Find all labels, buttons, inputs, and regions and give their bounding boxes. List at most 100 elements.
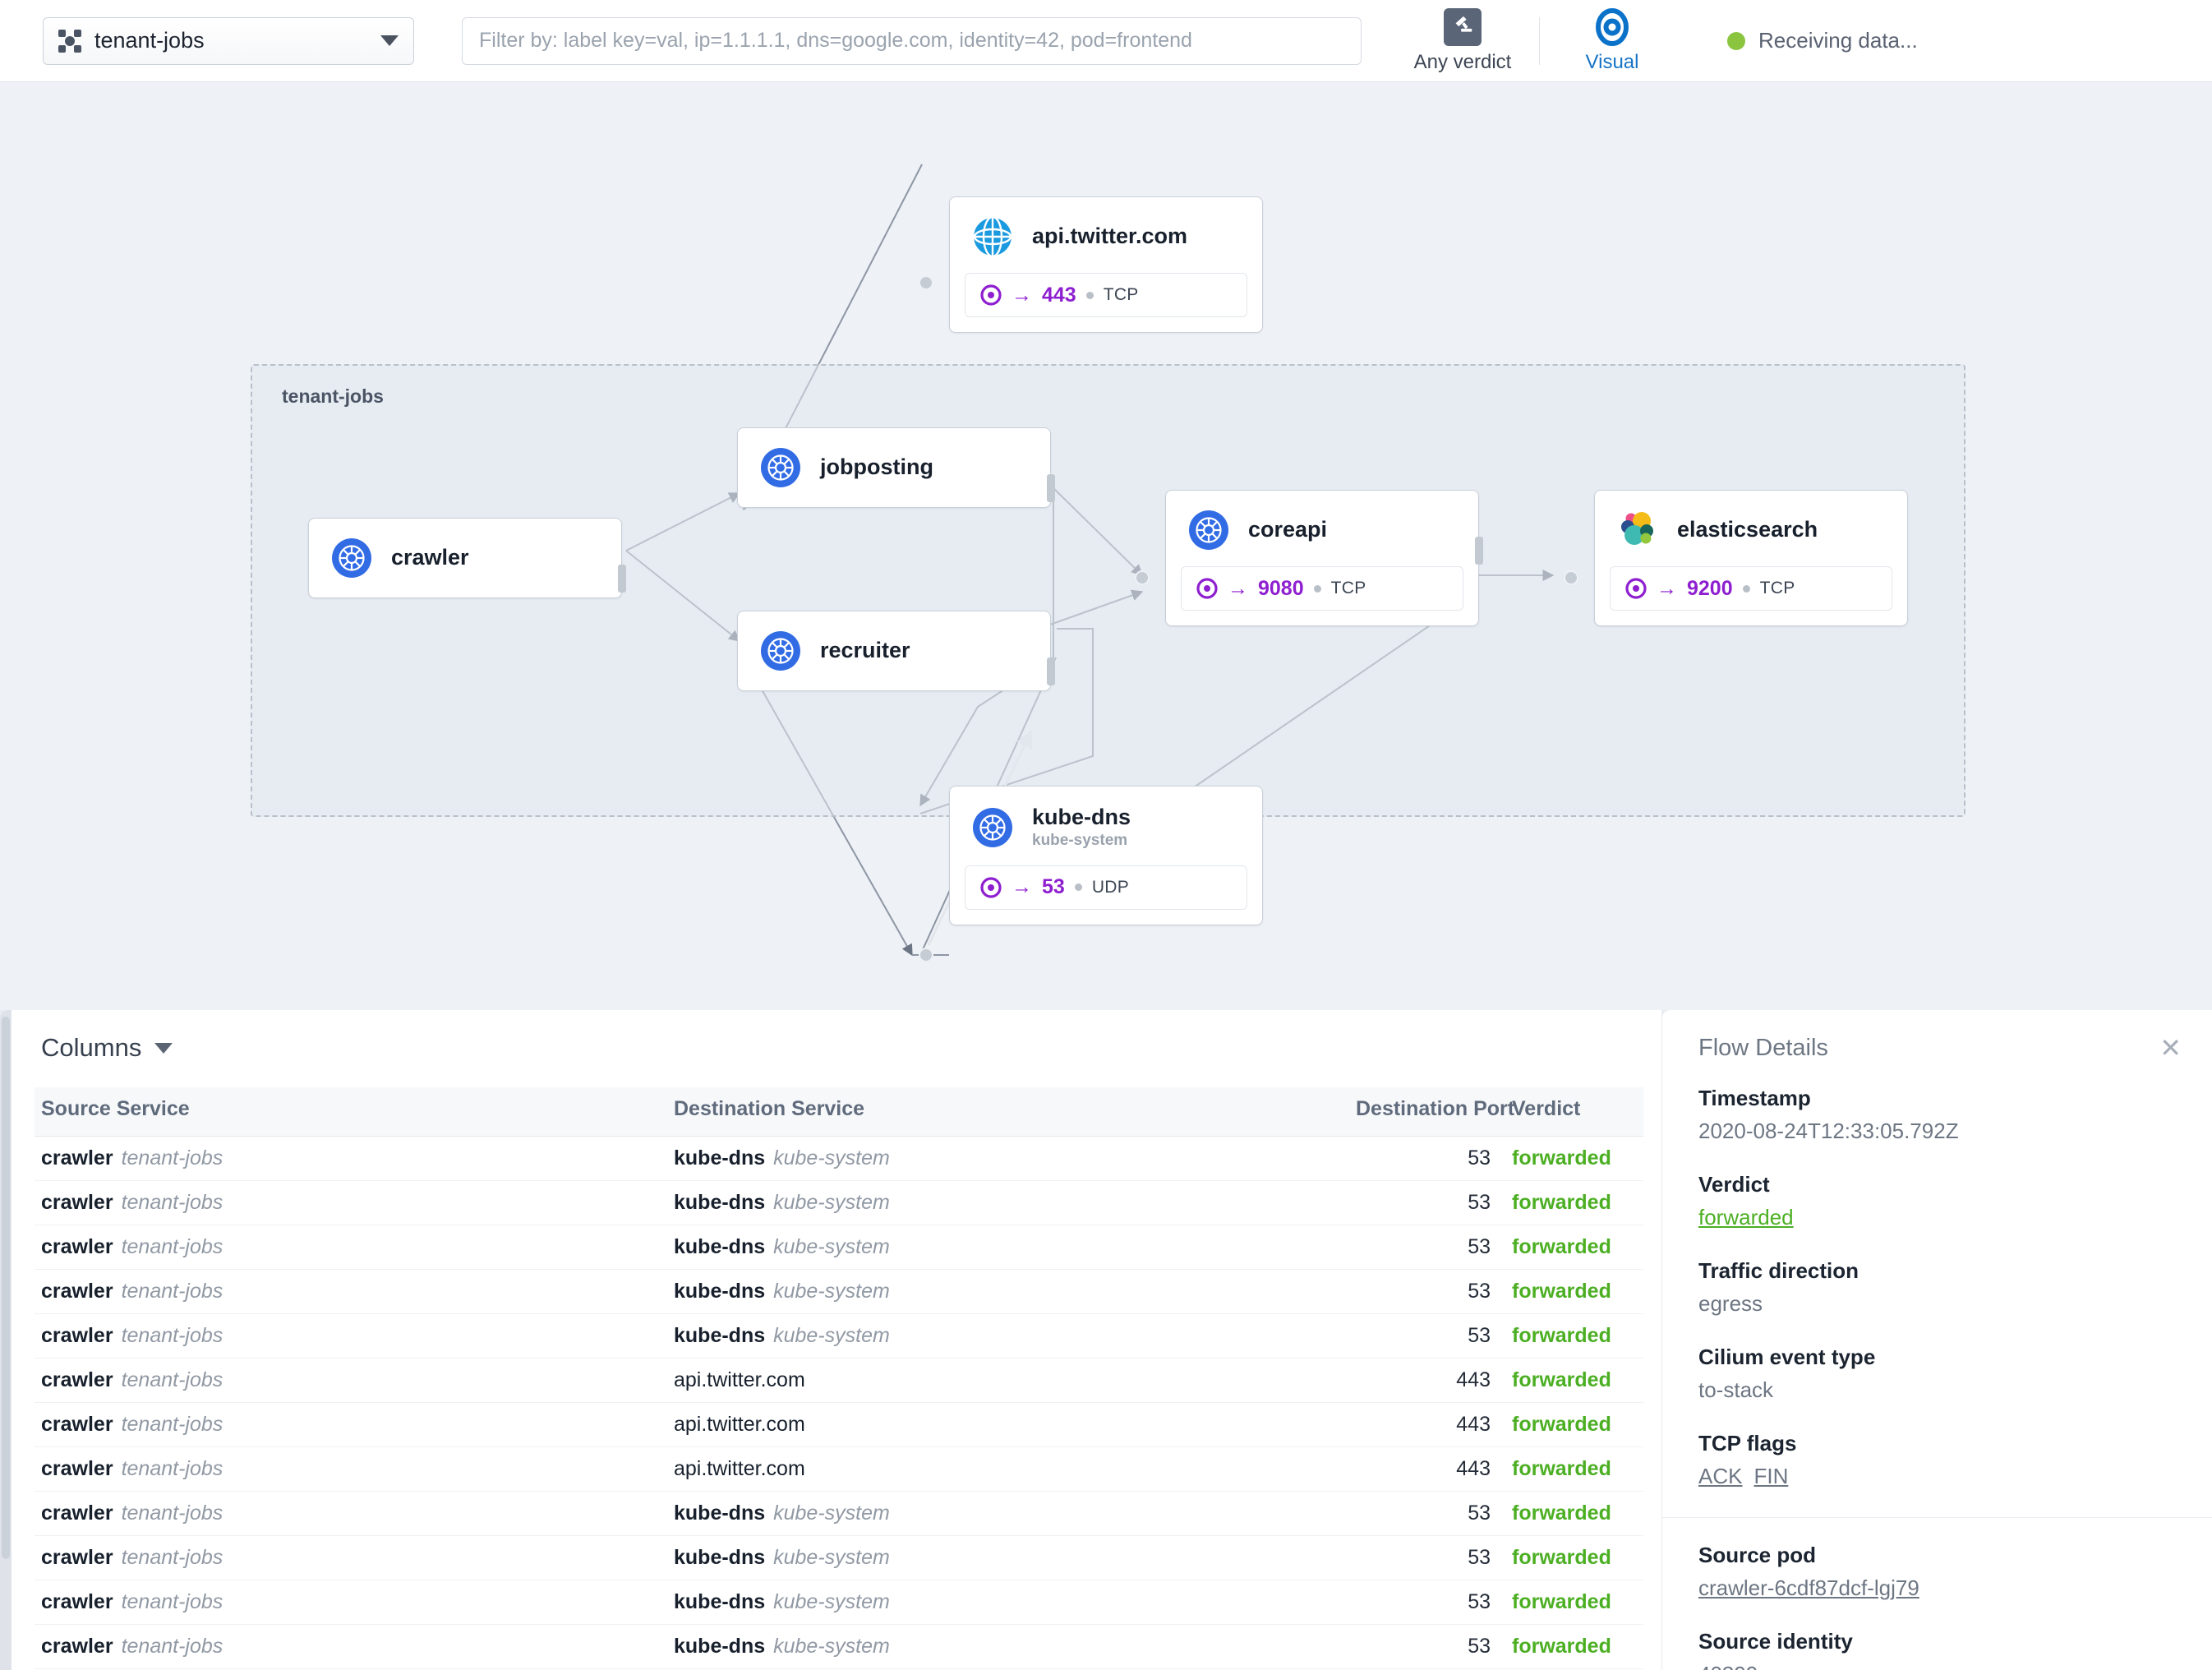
source-namespace: tenant-jobs [121, 1280, 224, 1303]
column-header-verdict[interactable]: Verdict [1505, 1087, 1643, 1137]
node-title: jobposting [820, 454, 933, 480]
source-namespace: tenant-jobs [121, 1546, 224, 1569]
source-service-name: crawler [41, 1413, 113, 1436]
edge-joint [919, 948, 933, 962]
service-map-canvas[interactable]: tenant-jobs [0, 82, 2212, 1010]
tcp-flag[interactable]: FIN [1753, 1464, 1789, 1488]
kubernetes-icon [759, 630, 802, 672]
flows-scrollbar-thumb[interactable] [2, 1017, 10, 1559]
detail-field-value[interactable]: 40399 [1698, 1662, 2177, 1670]
flows-scrollbar[interactable] [0, 1010, 12, 1670]
destination-service-name: kube-dns [674, 1146, 766, 1169]
namespace-boundary-label: tenant-jobs [282, 385, 384, 407]
detail-field-value[interactable]: forwarded [1698, 1205, 1794, 1229]
detail-field-key: Verdict [1698, 1172, 1770, 1197]
columns-button-label: Columns [41, 1033, 142, 1062]
cell-destination-port: 53 [1349, 1269, 1505, 1314]
kubernetes-icon [330, 537, 373, 579]
node-port-row[interactable]: → 53 UDP [965, 865, 1247, 910]
node-titles: jobposting [820, 454, 933, 480]
destination-namespace: kube-system [773, 1635, 890, 1658]
node-port-row[interactable]: → 9080 TCP [1181, 566, 1463, 611]
destination-service-name: kube-dns [674, 1324, 766, 1347]
detail-field-key: TCP flags [1698, 1431, 1797, 1455]
service-node-crawler[interactable]: crawler [308, 518, 622, 598]
cell-destination-port: 53 [1349, 1624, 1505, 1669]
filter-input[interactable] [462, 16, 1362, 65]
destination-namespace: kube-system [773, 1590, 890, 1613]
columns-dropdown-button[interactable]: Columns [41, 1033, 173, 1063]
service-node-api-twitter[interactable]: api.twitter.com → 443 TCP [949, 196, 1263, 333]
table-row[interactable]: recruitertenant-jobskube-dnskube-system5… [35, 1668, 1643, 1670]
arrow-right-icon: → [1228, 576, 1248, 600]
source-service-name: crawler [41, 1502, 113, 1525]
node-header: jobposting [738, 428, 1050, 507]
namespace-selector[interactable]: tenant-jobs [43, 16, 414, 65]
detail-field-key: Source identity [1698, 1629, 1853, 1654]
detail-field-key: Cilium event type [1698, 1345, 1876, 1369]
cell-verdict: forwarded [1505, 1358, 1643, 1403]
verdict-filter-button[interactable]: Any verdict [1409, 7, 1516, 74]
status-text: Receiving data... [1758, 28, 1918, 53]
cell-destination-port: 53 [1349, 1180, 1505, 1225]
node-port-number: 53 [1042, 875, 1065, 899]
node-connector-nub [618, 565, 626, 593]
cell-destination-port: 53 [1349, 1580, 1505, 1625]
chevron-down-icon [154, 1042, 173, 1054]
column-header-source-service[interactable]: Source Service [35, 1087, 667, 1137]
detail-field-value[interactable]: ACK FIN [1698, 1464, 2177, 1489]
node-title: kube-dns [1032, 805, 1131, 829]
column-header-destination-service[interactable]: Destination Service [667, 1087, 1349, 1137]
close-icon[interactable]: ✕ [2159, 1033, 2182, 1063]
cell-destination-port: 53 [1349, 1313, 1505, 1359]
source-service-name: crawler [41, 1191, 113, 1214]
node-port-protocol: TCP [1330, 579, 1366, 597]
gavel-icon [1444, 7, 1482, 46]
node-port-row[interactable]: → 443 TCP [965, 273, 1247, 317]
node-port-number: 9200 [1687, 576, 1733, 600]
source-namespace: tenant-jobs [121, 1235, 224, 1258]
service-node-coreapi[interactable]: coreapi → 9080 TCP [1165, 490, 1479, 626]
detail-field-value[interactable]: crawler-6cdf87dcf-lgj79 [1698, 1575, 1919, 1600]
service-node-recruiter[interactable]: recruiter [737, 611, 1051, 691]
node-port-row[interactable]: → 9200 TCP [1610, 566, 1892, 611]
node-port-number: 9080 [1258, 576, 1304, 600]
service-node-jobposting[interactable]: jobposting [737, 427, 1051, 508]
destination-service-name: kube-dns [674, 1191, 766, 1214]
source-namespace: tenant-jobs [121, 1324, 224, 1347]
detail-field-key: Traffic direction [1698, 1258, 1859, 1283]
separator-dot-icon [1074, 883, 1082, 892]
column-header-destination-port[interactable]: Destination Port [1349, 1087, 1514, 1137]
cell-verdict: forwarded [1505, 1580, 1643, 1625]
service-node-elasticsearch[interactable]: elasticsearch → 9200 TCP [1594, 490, 1908, 626]
tcp-flag[interactable]: ACK [1698, 1464, 1743, 1488]
visual-mode-button[interactable]: Visual [1563, 7, 1661, 74]
node-connector-nub [1047, 657, 1055, 685]
node-title: recruiter [820, 638, 910, 663]
service-node-kube-dns[interactable]: kube-dns kube-system → 53 UDP [949, 786, 1263, 925]
source-service-name: crawler [41, 1368, 113, 1391]
